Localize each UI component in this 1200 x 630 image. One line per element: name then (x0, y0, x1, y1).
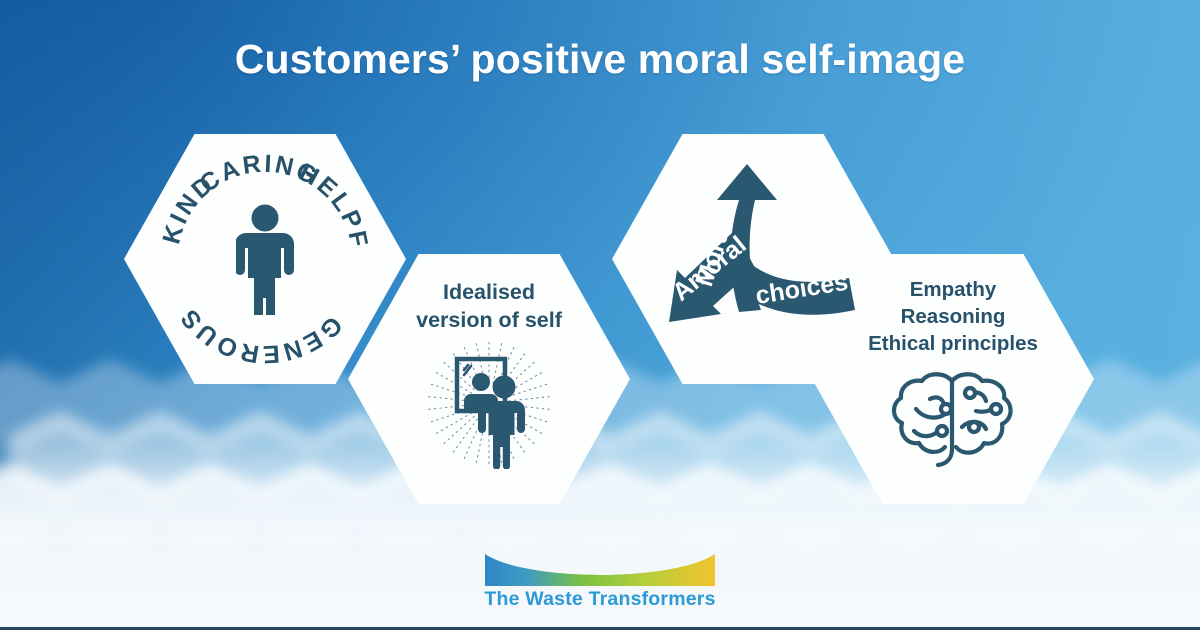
page-title: Customers’ positive moral self-image (234, 36, 966, 82)
brand-logo: The Waste Transformers (450, 552, 750, 611)
values-ring-art: KIND CARING HELPFUL GENEROUS (140, 134, 390, 384)
person-at-mirror-icon (409, 337, 569, 470)
brain-icon (886, 365, 1020, 476)
logo-swoosh-icon (485, 554, 715, 586)
logo-wordmark: The Waste Transformers (484, 588, 716, 610)
circular-words-svg: KIND CARING HELPFUL GENEROUS (140, 134, 371, 368)
forked-arrow-icon: Moral Amoral choices (643, 160, 863, 355)
hexagon-idealised-self-label: Idealised version of self (416, 280, 562, 333)
hexagon-ethical-reasoning-label: Empathy Reasoning Ethical principles (868, 278, 1038, 356)
standing-person-icon (236, 203, 294, 315)
